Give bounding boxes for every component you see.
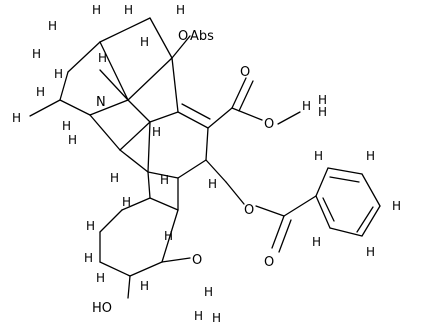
abs-label: Abs	[190, 29, 214, 44]
h-amine-3: H	[140, 35, 149, 49]
h-ring-5: H	[122, 195, 131, 209]
h-ring-14: H	[36, 85, 45, 99]
methoxy-h1: H	[204, 285, 213, 299]
oh-top-label: O	[178, 29, 188, 44]
h-methyl-1: H	[48, 19, 57, 33]
ester-me-h3: H	[318, 93, 327, 107]
h-ring-3: H	[160, 173, 169, 187]
h-ring-13: H	[54, 67, 63, 81]
h-methyl-2: H	[32, 47, 41, 61]
h-ring-10: H	[98, 51, 107, 65]
phenyl-h4: H	[366, 245, 375, 259]
h-ring-9: H	[164, 229, 173, 243]
phenyl-h5: H	[312, 235, 321, 249]
phenyl-h1: H	[314, 149, 323, 163]
h-ring-1: H	[68, 133, 77, 147]
atom-labels: O Abs N H H H H H H O O H H H O O H H H …	[12, 3, 401, 325]
h-ring-6: H	[86, 219, 95, 233]
methoxy-h2: H	[212, 311, 221, 325]
h-methyl-3: H	[12, 111, 21, 125]
phenyl-h2: H	[366, 149, 375, 163]
h-ring-2: H	[110, 171, 119, 185]
phenyl-h3: H	[392, 199, 401, 213]
ester-me-h2: H	[318, 105, 327, 119]
h-ring-4: H	[208, 177, 217, 191]
nitrogen-label: N	[96, 95, 106, 110]
methoxy-o: O	[192, 253, 202, 268]
ester-carbonyl-o: O	[240, 65, 250, 80]
h-ring-7: H	[84, 251, 93, 265]
ester-ether-o: O	[264, 117, 274, 132]
h-ring-12: H	[152, 125, 161, 139]
h-ring-8: H	[140, 279, 149, 293]
ester-me-h1: H	[302, 99, 311, 113]
h-ring-15: H	[62, 119, 71, 133]
h-ring-16: H	[96, 271, 105, 285]
h-ring-11: H	[176, 3, 185, 17]
h-amine-1: H	[92, 3, 101, 17]
benzoate-carbonyl-o: O	[264, 255, 274, 270]
benzoate-ester-o: O	[244, 203, 254, 218]
bonds	[29, 17, 381, 299]
methoxy-h3: H	[194, 309, 203, 323]
h-amine-2: H	[124, 3, 133, 17]
hydroxy-label: HO	[92, 301, 112, 316]
